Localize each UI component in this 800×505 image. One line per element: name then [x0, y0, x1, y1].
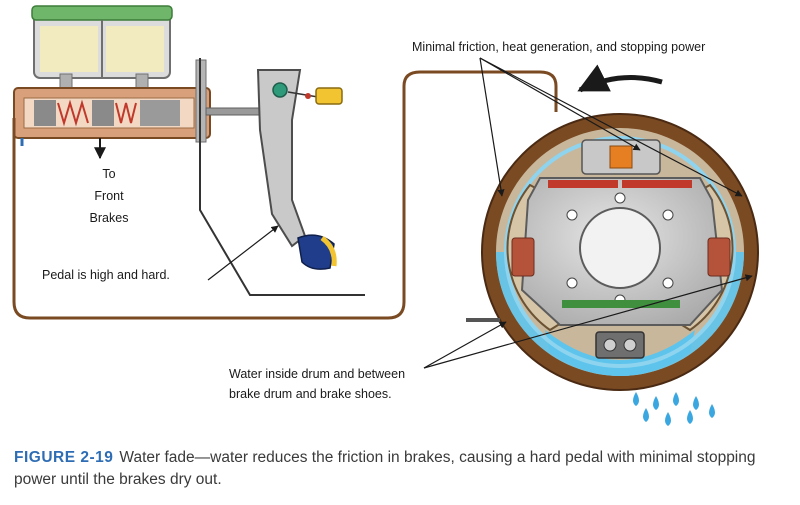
reservoir-cap — [31, 5, 173, 21]
water-label: Water inside drum and between brake drum… — [229, 364, 405, 404]
front-brakes-line-1: To — [102, 167, 116, 181]
brake-fluid-right — [106, 26, 164, 72]
brake-line-frame — [12, 70, 558, 320]
anchor-block — [595, 331, 645, 359]
leader-lines — [207, 57, 753, 369]
stoplight-switch — [315, 87, 343, 105]
friction-label: Minimal friction, heat generation, and s… — [412, 40, 706, 54]
axle-hole — [579, 207, 661, 289]
pedal-pad — [297, 234, 335, 270]
caption-text: Water fade—water reduces the friction in… — [14, 449, 756, 488]
rotation-arrow — [577, 64, 663, 93]
pedal-label: Pedal is high and hard. — [42, 268, 170, 282]
brake-pedal — [199, 58, 365, 296]
brake-illustration — [12, 5, 759, 426]
front-brakes-line-3: Brakes — [89, 211, 129, 225]
water-drops — [633, 392, 715, 426]
front-brakes-line-2: Front — [94, 189, 124, 203]
master-cylinder — [13, 5, 269, 160]
drum-brake — [466, 64, 759, 391]
to-front-brakes-label: To Front Brakes — [80, 163, 138, 229]
water-label-line-1: Water inside drum and between — [229, 367, 406, 381]
water-label-line-2: brake drum and brake shoes. — [229, 387, 392, 401]
figure-number: FIGURE 2-19 — [14, 449, 114, 466]
brake-fluid-left — [40, 26, 98, 72]
